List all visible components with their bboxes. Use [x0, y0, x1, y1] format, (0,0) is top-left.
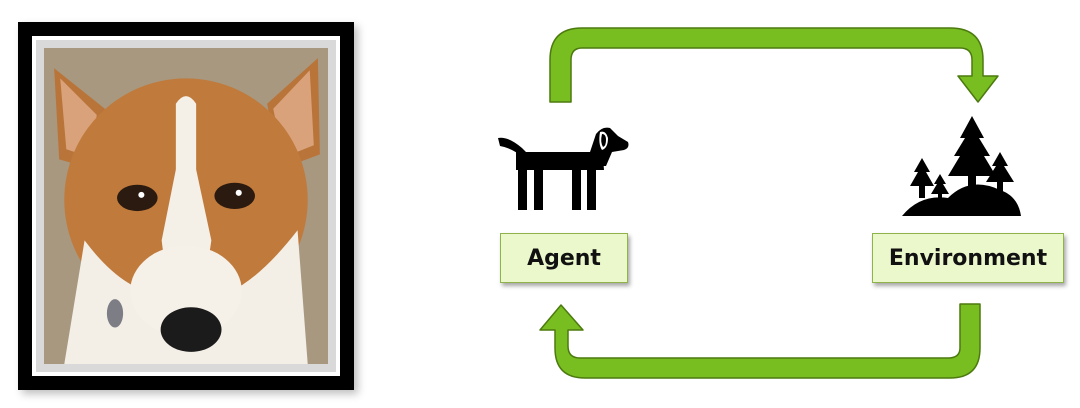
- corgi-photo: [44, 48, 328, 364]
- observation-arrow-shape: [539, 303, 981, 379]
- dog-icon: [498, 127, 629, 210]
- agent-label: Agent: [500, 233, 628, 283]
- environment-label: Environment: [872, 233, 1064, 283]
- corgi-illustration: [44, 48, 328, 364]
- trees-icon: [902, 116, 1021, 216]
- photo-frame: [18, 22, 354, 390]
- action-arrow-shape: [549, 27, 999, 103]
- photo-mat: [32, 36, 340, 376]
